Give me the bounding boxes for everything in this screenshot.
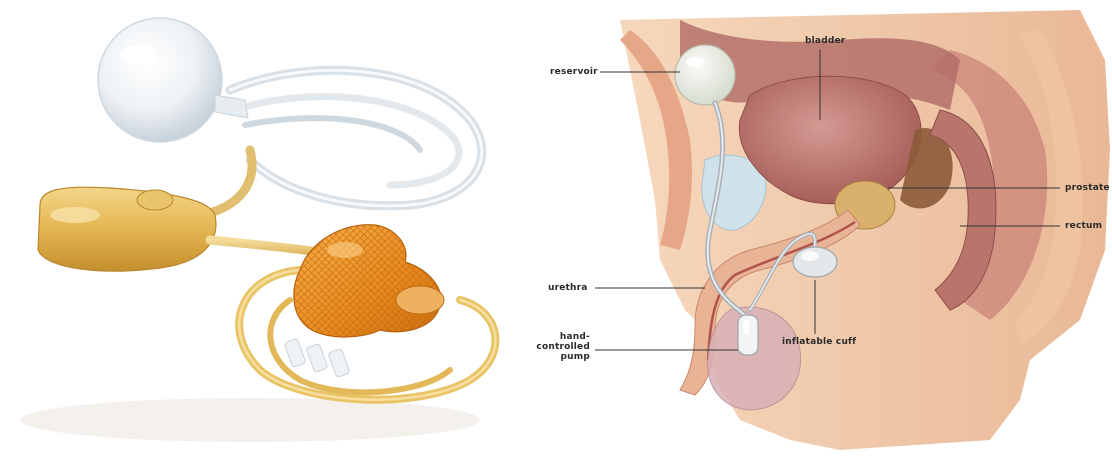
device-shadow [20, 398, 480, 442]
label-rectum: rectum [1065, 221, 1102, 231]
connector-clips [284, 338, 350, 377]
label-inflatable-cuff: inflatable cuff [782, 337, 856, 347]
pump-body [38, 187, 216, 271]
label-pump-line2: controlled [530, 342, 590, 352]
balloon-reservoir [98, 18, 248, 142]
label-urethra: urethra [548, 283, 588, 293]
label-pump-line1: hand- [530, 332, 590, 342]
device-photo [0, 0, 520, 458]
inflatable-cuff-device [793, 247, 837, 277]
reservoir-device [675, 45, 735, 105]
label-hand-controlled-pump: hand- controlled pump [530, 332, 590, 362]
clear-tubing [230, 70, 482, 205]
label-bladder: bladder [805, 36, 845, 46]
device-illustration [0, 0, 520, 458]
label-reservoir: reservoir [550, 67, 598, 77]
connecting-tube [200, 150, 252, 215]
label-pump-line3: pump [530, 352, 590, 362]
label-prostate: prostate [1065, 183, 1110, 193]
pump-device [738, 315, 758, 355]
anatomy-illustration [520, 0, 1112, 458]
cuff [294, 225, 444, 337]
anatomy-diagram: bladder reservoir prostate rectum urethr… [520, 0, 1112, 458]
